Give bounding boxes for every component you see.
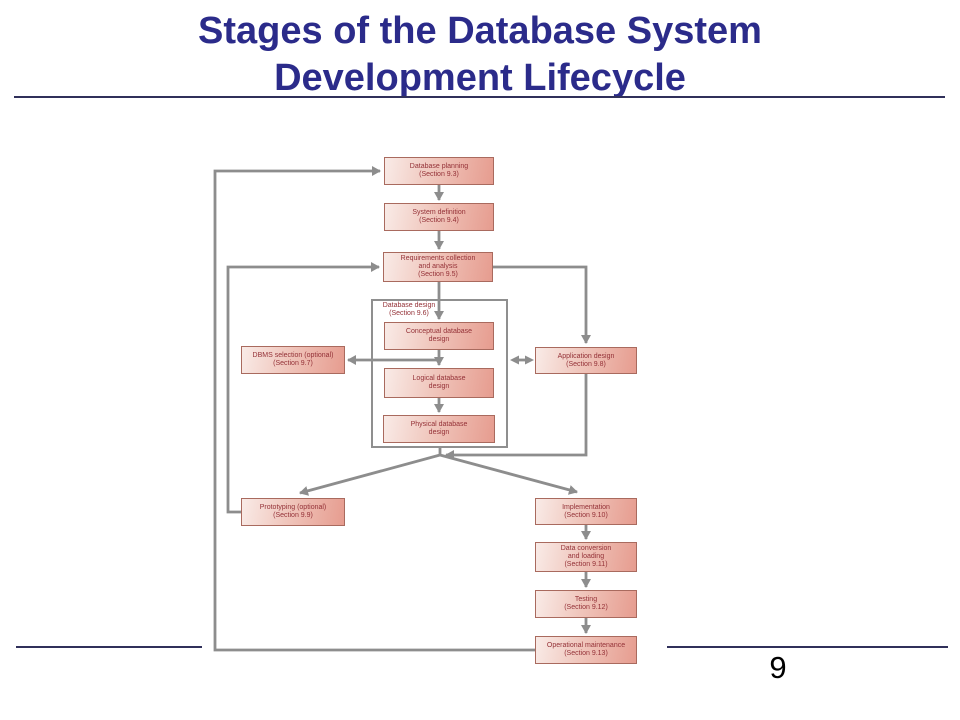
flowchart-box-prototyping: Prototyping (optional) (Section 9.9) (241, 498, 345, 526)
page-number: 9 (769, 650, 787, 685)
box-label-line: (Section 9.4) (419, 217, 459, 224)
box-label-line: (Section 9.3) (419, 171, 459, 178)
box-label-line: (Section 9.9) (273, 512, 313, 519)
feedback-arrow-prototyping-to-requirements (226, 262, 380, 514)
slide-title-line1: Stages of the Database System (198, 10, 762, 52)
box-label-line: Data conversion (560, 545, 612, 552)
box-label-line: (Section 9.7) (273, 360, 313, 367)
flowchart-box-testing: Testing (Section 9.12) (535, 590, 637, 618)
box-label-line: Requirements collection (400, 255, 476, 262)
footer-line-left (16, 646, 202, 648)
title-separator-line (14, 96, 945, 98)
box-label-line: and analysis (418, 263, 458, 270)
flowchart-box-database-planning: Database planning (Section 9.3) (384, 157, 494, 185)
arrow-junction-to-implementation (439, 453, 578, 495)
box-label-line: design (428, 429, 450, 436)
double-arrow-design-application (510, 355, 534, 365)
flowchart-box-system-definition: System definition (Section 9.4) (384, 203, 494, 231)
group-label-line: (Section 9.6) (389, 310, 429, 317)
box-label-line: (Section 9.8) (566, 360, 606, 368)
flowchart-box-logical-design: Logical database design (384, 368, 494, 398)
flowchart-box-operational-maintenance: Operational maintenance (Section 9.13) (535, 636, 637, 664)
flowchart-box-dbms-selection: DBMS selection (optional) (Section 9.7) (241, 346, 345, 374)
box-label-line: design (428, 336, 450, 343)
box-label-line: Testing (574, 596, 598, 603)
box-label-line: (Section 9.11) (564, 561, 608, 568)
box-label-line: and loading (567, 553, 605, 560)
flowchart-box-conceptual-design: Conceptual database design (384, 322, 494, 350)
arrow-requirements-to-application (493, 265, 591, 344)
box-label-line: Prototyping (optional) (259, 504, 327, 511)
flowchart-box-data-conversion: Data conversion and loading (Section 9.1… (535, 542, 637, 572)
box-label-line: Implementation (562, 503, 610, 511)
flowchart-box-application-design: Application design (Section 9.8) (535, 347, 637, 374)
feedback-arrow-maintenance-to-planning (213, 166, 535, 652)
box-label-line: Conceptual database (405, 328, 473, 335)
box-label-line: (Section 9.5) (418, 271, 458, 278)
box-label-line: Logical database (412, 375, 466, 382)
slide-title-line2: Development Lifecycle (274, 57, 686, 99)
box-label-line: System definition (412, 209, 466, 216)
box-label-line: (Section 9.10) (564, 511, 608, 519)
box-label-line: Operational maintenance (546, 642, 626, 649)
footer-line-right (667, 646, 948, 648)
database-design-group-box (371, 299, 508, 448)
box-label-line: Application design (557, 352, 615, 360)
flowchart-box-physical-design: Physical database design (383, 415, 495, 443)
arrow-junction-to-prototyping (299, 453, 441, 496)
box-label-line: Physical database (410, 421, 468, 428)
box-label-line: DBMS selection (optional) (252, 352, 334, 359)
box-label-line: design (428, 383, 450, 390)
group-label-line: Database design (382, 302, 436, 309)
database-design-group-label: Database design (Section 9.6) (374, 302, 444, 318)
flowchart-box-requirements-collection: Requirements collection and analysis (Se… (383, 252, 493, 282)
box-label-line: (Section 9.12) (564, 604, 608, 611)
box-label-line: Database planning (409, 163, 469, 170)
flowchart-box-implementation: Implementation (Section 9.10) (535, 498, 637, 525)
arrow-application-to-junction (445, 374, 588, 460)
box-label-line: (Section 9.13) (564, 650, 608, 657)
